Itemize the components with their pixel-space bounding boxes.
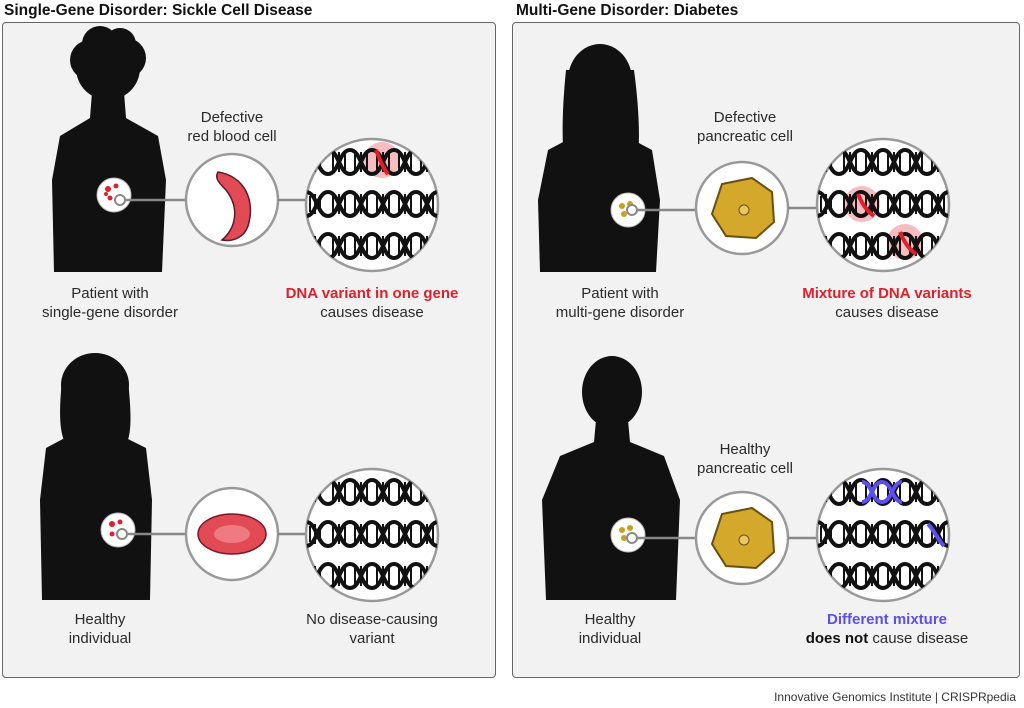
healthy-label-right: Healthy individual bbox=[578, 611, 642, 647]
cell-label-healthy-pancreatic: Healthy pancreatic cell bbox=[697, 441, 793, 477]
dna-label-different-mixture: Different mixture does not cause disease bbox=[805, 611, 969, 647]
healthy-silhouette-left bbox=[40, 353, 152, 600]
cell-label-defective-rbc: Defective red blood cell bbox=[187, 109, 277, 145]
patient-silhouette-sickle bbox=[52, 26, 166, 272]
patient-label-sickle: Patient with single-gene disorder bbox=[42, 285, 178, 321]
cell-label-defective-pancreatic: Defective pancreatic cell bbox=[697, 109, 793, 145]
dna-label-sickle: DNA variant in one gene causes disease bbox=[285, 285, 459, 321]
patient-silhouette-diabetes bbox=[538, 44, 660, 272]
credit-line: Innovative Genomics Institute | CRISPRpe… bbox=[774, 690, 1016, 704]
right-panel-title: Multi-Gene Disorder: Diabetes bbox=[516, 2, 739, 19]
dna-label-diabetes: Mixture of DNA variants causes disease bbox=[802, 285, 972, 321]
left-panel-title: Single-Gene Disorder: Sickle Cell Diseas… bbox=[4, 2, 313, 19]
patient-label-diabetes: Patient with multi-gene disorder bbox=[555, 285, 685, 321]
dna-label-no-variant: No disease-causing variant bbox=[306, 611, 438, 647]
healthy-label-left: Healthy individual bbox=[68, 611, 132, 647]
healthy-silhouette-right bbox=[542, 356, 680, 600]
